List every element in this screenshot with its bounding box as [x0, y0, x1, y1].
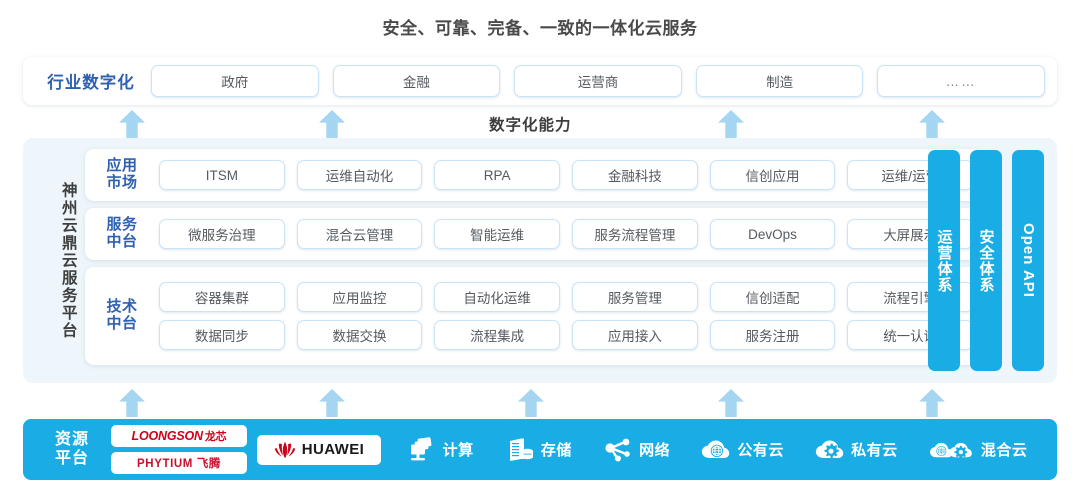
capability-pill-ops-automation[interactable]: 运维自动化 — [296, 160, 423, 190]
industry-row-label: 行业数字化 — [47, 74, 135, 92]
layer-label-technology-middle-platform: 技术 中台 — [106, 298, 138, 332]
vertical-tab-operations-system[interactable]: 运营体系 — [928, 150, 960, 371]
up-arrow-capability-1 — [119, 110, 145, 138]
resource-item-label: 私有云 — [851, 442, 898, 459]
capability-pill-devops[interactable]: DevOps — [709, 219, 836, 249]
up-arrow-resource-3 — [518, 389, 544, 417]
up-arrow-resource-2 — [319, 389, 345, 417]
resource-platform-label: 资源 平台 — [54, 431, 89, 467]
resource-item-label: 计算 — [442, 442, 474, 459]
capability-pill-service-registry[interactable]: 服务注册 — [709, 320, 836, 350]
resource-item-label: 公有云 — [737, 442, 784, 459]
resource-item-private-cloud[interactable]: 私有云 — [815, 437, 898, 463]
up-arrow-capability-4 — [919, 110, 945, 138]
capability-pill-container-cluster[interactable]: 容器集群 — [159, 282, 285, 312]
capability-pill-microservice-governance[interactable]: 微服务治理 — [159, 219, 285, 249]
industry-row: 行业数字化 政府 金融 运营商 制造 …… — [23, 57, 1057, 105]
resource-item-label: 网络 — [639, 442, 671, 459]
capability-pill-service-mgmt[interactable]: 服务管理 — [572, 282, 698, 312]
cloud-service-platform-panel: 神州云鼎云服务平台 应用 市场 ITSM 运维自动化 RPA 金融科技 信创应用… — [23, 138, 1057, 383]
capability-pill-itsm[interactable]: ITSM — [159, 160, 285, 190]
capability-pill-intelligent-ops[interactable]: 智能运维 — [434, 219, 561, 249]
up-arrow-capability-3 — [718, 110, 744, 138]
huawei-flower-icon — [274, 441, 296, 458]
capability-pill-app-access[interactable]: 应用接入 — [572, 320, 698, 350]
industry-pill-list: 政府 金融 运营商 制造 …… — [151, 65, 1049, 97]
industry-pill-more[interactable]: …… — [877, 65, 1045, 97]
phytium-logo: PHYTIUM 飞腾 — [111, 452, 247, 474]
industry-pill-finance[interactable]: 金融 — [332, 65, 501, 97]
up-arrow-resource-4 — [718, 389, 744, 417]
private-cloud-icon — [815, 439, 844, 458]
network-icon — [605, 438, 630, 461]
capability-pill-data-exchange[interactable]: 数据交换 — [296, 320, 423, 350]
page-title: 安全、可靠、完备、一致的一体化云服务 — [382, 19, 698, 38]
capability-pill-automated-ops[interactable]: 自动化运维 — [434, 282, 561, 312]
compute-icon — [410, 436, 432, 460]
layer-technology-middle-platform: 技术 中台 容器集群 应用监控 自动化运维 服务管理 信创适配 流程引擎 数据同… — [85, 267, 983, 365]
up-arrow-capability-2 — [319, 110, 345, 138]
resource-item-network[interactable]: 网络 — [603, 437, 670, 463]
resource-item-storage[interactable]: 存储 — [505, 437, 572, 463]
industry-pill-manufacturing[interactable]: 制造 — [695, 65, 864, 97]
industry-pill-government[interactable]: 政府 — [151, 65, 319, 97]
capability-pill-fintech[interactable]: 金融科技 — [572, 160, 698, 190]
vertical-tab-list: 运营体系 安全体系 Open API — [928, 150, 1044, 371]
resource-item-list: 计算 — [391, 436, 1043, 463]
layer-label-application-market: 应用 市场 — [106, 157, 138, 191]
resource-item-label: 混合云 — [980, 442, 1028, 459]
resource-item-label: 存储 — [540, 442, 572, 459]
huawei-logo: HUAWEI — [257, 434, 381, 465]
storage-icon — [509, 438, 533, 461]
capability-pill-app-monitoring[interactable]: 应用监控 — [296, 282, 423, 312]
layer-grid-technology-middle-platform: 容器集群 应用监控 自动化运维 服务管理 信创适配 流程引擎 数据同步 数据交换… — [153, 282, 974, 350]
industry-pill-telecom[interactable]: 运营商 — [514, 65, 682, 97]
layer-service-middle-platform: 服务 中台 微服务治理 混合云管理 智能运维 服务流程管理 DevOps 大屏展… — [85, 208, 983, 260]
capability-pill-data-sync[interactable]: 数据同步 — [159, 320, 285, 350]
capability-caption: 数字化能力 — [489, 117, 572, 134]
layer-application-market: 应用 市场 ITSM 运维自动化 RPA 金融科技 信创应用 运维/运营 — [85, 149, 983, 201]
resource-item-public-cloud[interactable]: 公有云 — [701, 437, 784, 463]
up-arrow-resource-1 — [119, 389, 145, 417]
vertical-tab-open-api[interactable]: Open API — [1012, 150, 1044, 371]
capability-pill-hybrid-cloud-mgmt[interactable]: 混合云管理 — [296, 219, 423, 249]
capability-pill-xinchuang-adaptation[interactable]: 信创适配 — [709, 282, 836, 312]
platform-vertical-label: 神州云鼎云服务平台 — [59, 182, 77, 340]
capability-pill-xinchuang-app[interactable]: 信创应用 — [709, 160, 836, 190]
grid-line: 数据同步 数据交换 流程集成 应用接入 服务注册 统一认证 — [159, 320, 974, 350]
resource-item-compute[interactable]: 计算 — [407, 436, 474, 463]
capability-pill-rpa[interactable]: RPA — [434, 160, 561, 190]
platform-layer-list: 应用 市场 ITSM 运维自动化 RPA 金融科技 信创应用 运维/运营 — [85, 149, 983, 372]
resource-item-hybrid-cloud[interactable]: 混合云 — [929, 437, 1028, 463]
hybrid-cloud-icon — [929, 442, 972, 459]
layer-label-service-middle-platform: 服务 中台 — [106, 216, 138, 250]
public-cloud-icon — [702, 439, 730, 458]
layer-grid-service-middle-platform: 微服务治理 混合云管理 智能运维 服务流程管理 DevOps 大屏展示 — [153, 219, 974, 249]
vertical-tab-security-system[interactable]: 安全体系 — [970, 150, 1002, 371]
grid-line: 微服务治理 混合云管理 智能运维 服务流程管理 DevOps 大屏展示 — [159, 219, 974, 249]
capability-pill-service-process-mgmt[interactable]: 服务流程管理 — [572, 219, 698, 249]
capability-pill-process-integration[interactable]: 流程集成 — [434, 320, 561, 350]
layer-grid-application-market: ITSM 运维自动化 RPA 金融科技 信创应用 运维/运营 — [153, 160, 974, 190]
grid-line: ITSM 运维自动化 RPA 金融科技 信创应用 运维/运营 — [159, 160, 974, 190]
up-arrow-resource-5 — [919, 389, 945, 417]
grid-line: 容器集群 应用监控 自动化运维 服务管理 信创适配 流程引擎 — [159, 282, 974, 312]
